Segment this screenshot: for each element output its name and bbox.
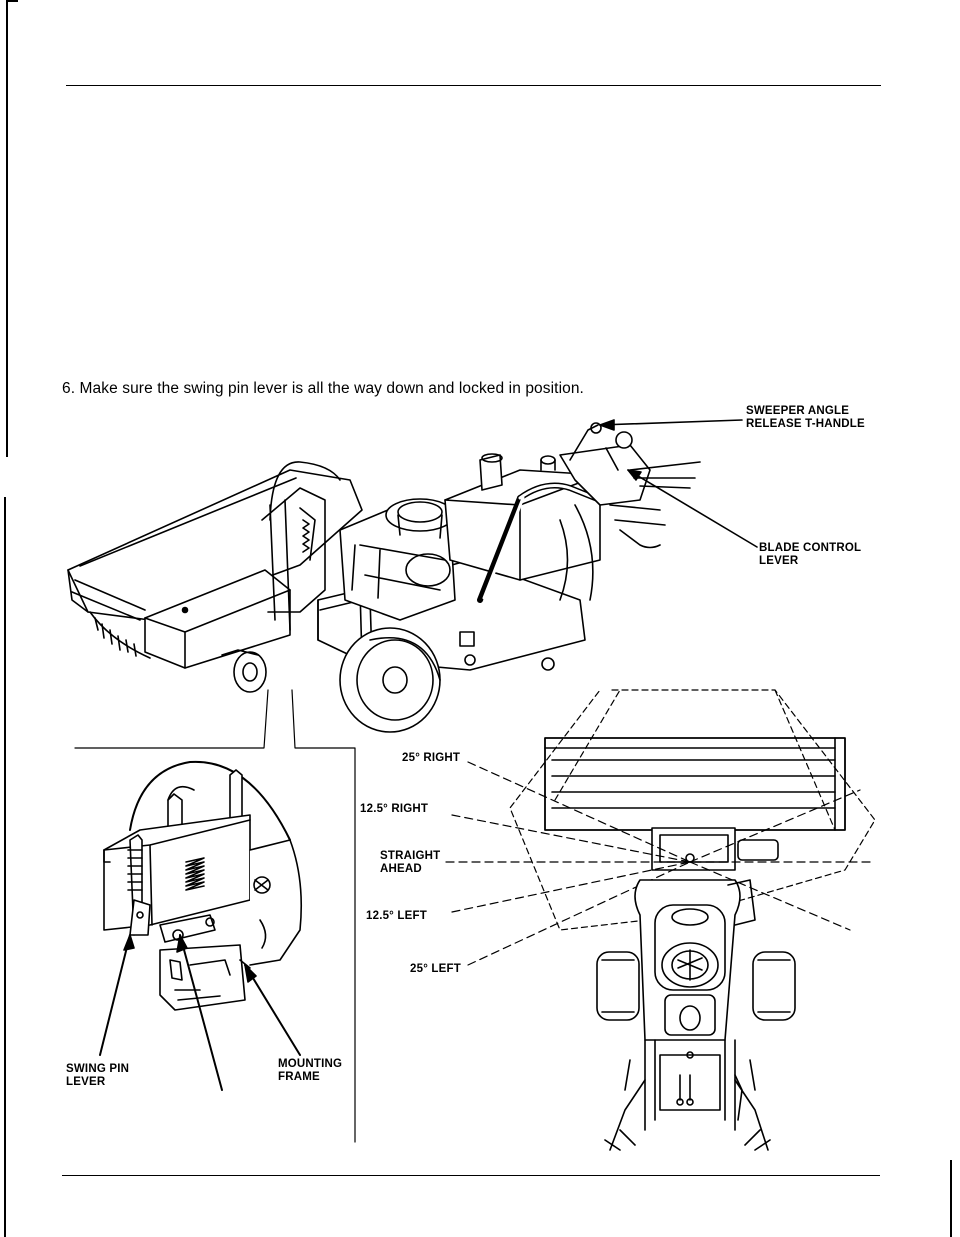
label-12-5-left: 12.5° LEFT — [366, 910, 427, 923]
label-12-5-right: 12.5° RIGHT — [360, 803, 428, 816]
label-line: FRAME — [278, 1071, 342, 1084]
label-line: SWING PIN — [66, 1063, 129, 1076]
top-view-diagram — [446, 690, 875, 1150]
label-swing-pin-lever: SWING PIN LEVER — [66, 1063, 129, 1089]
label-line: STRAIGHT — [380, 850, 440, 863]
label-line: AHEAD — [380, 863, 440, 876]
label-line: SWEEPER ANGLE — [746, 405, 865, 418]
label-25-right: 25° RIGHT — [402, 752, 460, 765]
label-line: LEVER — [759, 555, 861, 568]
label-sweeper-angle-release: SWEEPER ANGLE RELEASE T-HANDLE — [746, 405, 865, 431]
label-line: LEVER — [66, 1076, 129, 1089]
label-straight-ahead: STRAIGHT AHEAD — [380, 850, 440, 876]
label-line: BLADE CONTROL — [759, 542, 861, 555]
label-blade-control-lever: BLADE CONTROL LEVER — [759, 542, 861, 568]
label-mounting-frame: MOUNTING FRAME — [278, 1058, 342, 1084]
swing-pin-detail — [100, 762, 301, 1090]
label-25-left: 25° LEFT — [410, 963, 461, 976]
label-line: MOUNTING — [278, 1058, 342, 1071]
sweeper-machine — [68, 423, 700, 732]
label-line: RELEASE T-HANDLE — [746, 418, 865, 431]
